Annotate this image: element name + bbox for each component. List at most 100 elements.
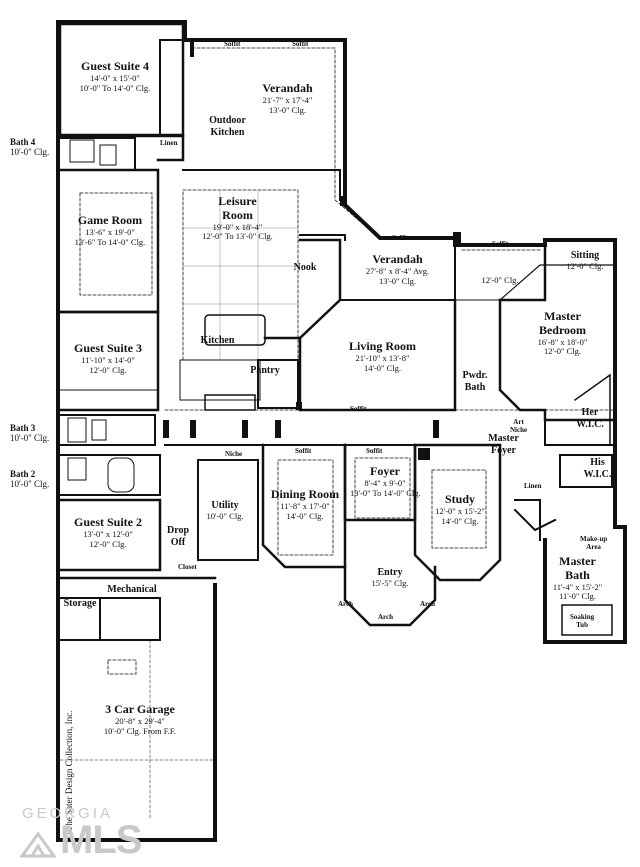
linen-master-label: Linen <box>524 482 542 490</box>
foyer-name: Foyer <box>370 464 400 478</box>
art-niche-line2: Niche <box>510 426 528 434</box>
soffit-label: Soffit <box>366 447 383 455</box>
watermark-line2: MLS <box>60 818 142 862</box>
master-bath-clg: 11'-0" Clg. <box>559 591 596 602</box>
makeup-area-label: Make-up Area <box>580 535 607 551</box>
soffit-label: Soffit <box>292 40 309 48</box>
bath2-name: Bath 2 <box>10 469 36 479</box>
study-label: Study 12'-0" x 15'-2" 14'-0" Clg. <box>425 492 495 526</box>
closet-label: Closet <box>178 563 197 571</box>
master-bedroom-name1: Master <box>544 309 581 323</box>
niche-label: Niche <box>225 450 243 458</box>
kitchen-name: Kitchen <box>200 335 235 346</box>
entry-label: Entry 15'-5" Clg. <box>360 567 420 588</box>
verandah-mid-clg: 13'-0" Clg. <box>378 275 417 286</box>
master-bedroom-clg: 12'-0" Clg. <box>543 346 582 357</box>
guest-suite-2-dim: 13'-0" x 12'-0" <box>83 528 133 539</box>
living-room-label: Living Room 21'-10" x 13'-8" 14'-0" Clg. <box>335 339 430 373</box>
her-wic-line2: W.I.C. <box>576 418 604 430</box>
his-wic-line2: W.I.C. <box>583 468 612 480</box>
guest-suite-2-clg: 12'-0" Clg. <box>89 538 127 549</box>
game-room-dim: 13'-6" x 19'-0" <box>85 226 135 237</box>
garage-clg: 10'-0" Clg. From F.F. <box>103 725 177 736</box>
study-clg: 14'-0" Clg. <box>441 515 479 526</box>
sitting-label: Sitting 12'-0" Clg. <box>555 250 615 271</box>
living-room-name: Living Room <box>348 339 416 353</box>
verandah-top-clg: 13'-0" Clg. <box>268 104 307 115</box>
master-foyer-line1: Master <box>488 433 519 444</box>
game-room-name: Game Room <box>77 213 143 227</box>
guest-suite-3-name: Guest Suite 3 <box>73 341 142 355</box>
watermark-line1: GEORGIA <box>22 805 114 822</box>
guest-suite-4-label: Guest Suite 4 14'-0" x 15'-0" 10'-0" To … <box>70 59 160 93</box>
verandah-mid-name: Verandah <box>372 252 423 266</box>
kitchen-island <box>204 314 266 346</box>
his-wic-label: His W.I.C. <box>580 457 615 480</box>
master-bath-outline <box>513 499 557 541</box>
master-bath-dim: 11'-4" x 15'-2" <box>552 581 603 592</box>
soffit-label: Soffit <box>295 447 312 455</box>
living-room-dim: 21'-10" x 13'-8" <box>355 352 410 363</box>
master-foyer-line2: Foyer <box>491 444 516 456</box>
outdoor-kitchen-label: Outdoor Kitchen <box>200 115 255 138</box>
arch-label: Arch <box>338 600 354 608</box>
outdoor-kitchen-line1: Outdoor <box>209 115 246 126</box>
makeup-area-line1: Make-up <box>580 535 608 543</box>
pwdr-bath-line1: Pwdr. <box>462 370 488 381</box>
foyer-clg: 13'-0" To 14'-0" Clg. <box>350 487 421 498</box>
bath4-name: Bath 4 <box>10 137 36 147</box>
bath2-side-label: Bath 2 10'-0" Clg. <box>10 469 49 490</box>
leisure-room-name1: Leisure <box>218 194 257 208</box>
soffit-label: Soffit <box>392 234 409 242</box>
soaking-tub-line2: Tub <box>576 621 588 629</box>
game-room-label: Game Room 13'-6" x 19'-0" 13'-6" To 14'-… <box>64 213 156 247</box>
leisure-room-clg: 12'-0" To 13'-0" Clg. <box>202 231 273 242</box>
study-name: Study <box>444 492 476 506</box>
garage-dim: 20'-8" x 29'-4" <box>115 715 165 726</box>
guest-suite-3-outline <box>58 310 160 412</box>
master-bath-label: Master Bath 11'-4" x 15'-2" 11'-0" Clg. <box>535 554 620 602</box>
bath4-side-label: Bath 4 10'-0" Clg. <box>10 137 49 158</box>
verandah-mid-label: Verandah 27'-8" x 8'-4" Avg. 13'-0" Clg. <box>355 252 440 286</box>
linen-top-label: Linen <box>160 139 178 147</box>
master-bath-name2: Bath <box>565 567 590 582</box>
guest-suite-4-name: Guest Suite 4 <box>80 59 149 73</box>
pwdr-bath-label: Pwdr. Bath <box>456 370 494 393</box>
entry-bay <box>343 565 437 627</box>
art-niche-label: Art Niche <box>510 418 527 434</box>
guest-suite-2-label: Guest Suite 2 13'-0" x 12'-0" 12'-0" Clg… <box>62 515 154 549</box>
pantry-name: Pantry <box>250 365 280 376</box>
kitchen-label: Kitchen <box>195 335 240 347</box>
drop-off-line1: Drop <box>166 525 190 536</box>
her-wic-line1: Her <box>581 407 599 418</box>
utility-label: Utility 10'-0" Clg. <box>200 500 250 521</box>
drop-off-line2: Off <box>170 536 186 548</box>
garage-name: 3 Car Garage <box>105 702 175 716</box>
verandah-top-label: Verandah 21'-7" x 17'-4" 13'-0" Clg. <box>240 81 335 115</box>
dining-room-label: Dining Room 11'-8" x 17'-0" 14'-0" Clg. <box>264 487 346 521</box>
utility-clg: 10'-0" Clg. <box>206 510 244 521</box>
nook-label: Nook <box>290 262 320 274</box>
storage-name: Storage <box>63 598 97 609</box>
art-niche-line1: Art <box>513 418 524 426</box>
verandah-top-name: Verandah <box>262 81 313 95</box>
arch-label: Arch <box>420 600 436 608</box>
drop-off-label: Drop Off <box>162 525 194 548</box>
sitting-name: Sitting <box>570 250 600 261</box>
storage-label: Storage <box>58 598 102 610</box>
soffit-label: Soffit <box>492 240 509 248</box>
dining-room-dim: 11'-8" x 17'-0" <box>280 500 330 511</box>
outdoor-kitchen-line2: Kitchen <box>210 126 245 138</box>
georgia-mls-logo-icon <box>20 831 56 858</box>
pwdr-bath-line2: Bath <box>464 381 486 393</box>
mechanical-name: Mechanical <box>107 584 157 595</box>
bath3-clg: 10'-0" Clg. <box>10 432 50 443</box>
guest-suite-2-name: Guest Suite 2 <box>73 515 142 529</box>
guest-suite-4-clg: 10'-0" To 14'-0" Clg. <box>79 82 151 93</box>
leisure-room-label: Leisure Room 19'-0" x 18'-4" 12'-0" To 1… <box>190 194 285 242</box>
mechanical-label: Mechanical <box>102 584 162 596</box>
soaking-tub-label: Soaking Tub <box>570 613 594 629</box>
leisure-room-dim: 19'-0" x 18'-4" <box>212 221 263 232</box>
game-room-clg: 13'-6" To 14'-0" Clg. <box>74 236 146 247</box>
guest-suite-3-dim: 11'-10" x 14'-0" <box>81 354 135 365</box>
